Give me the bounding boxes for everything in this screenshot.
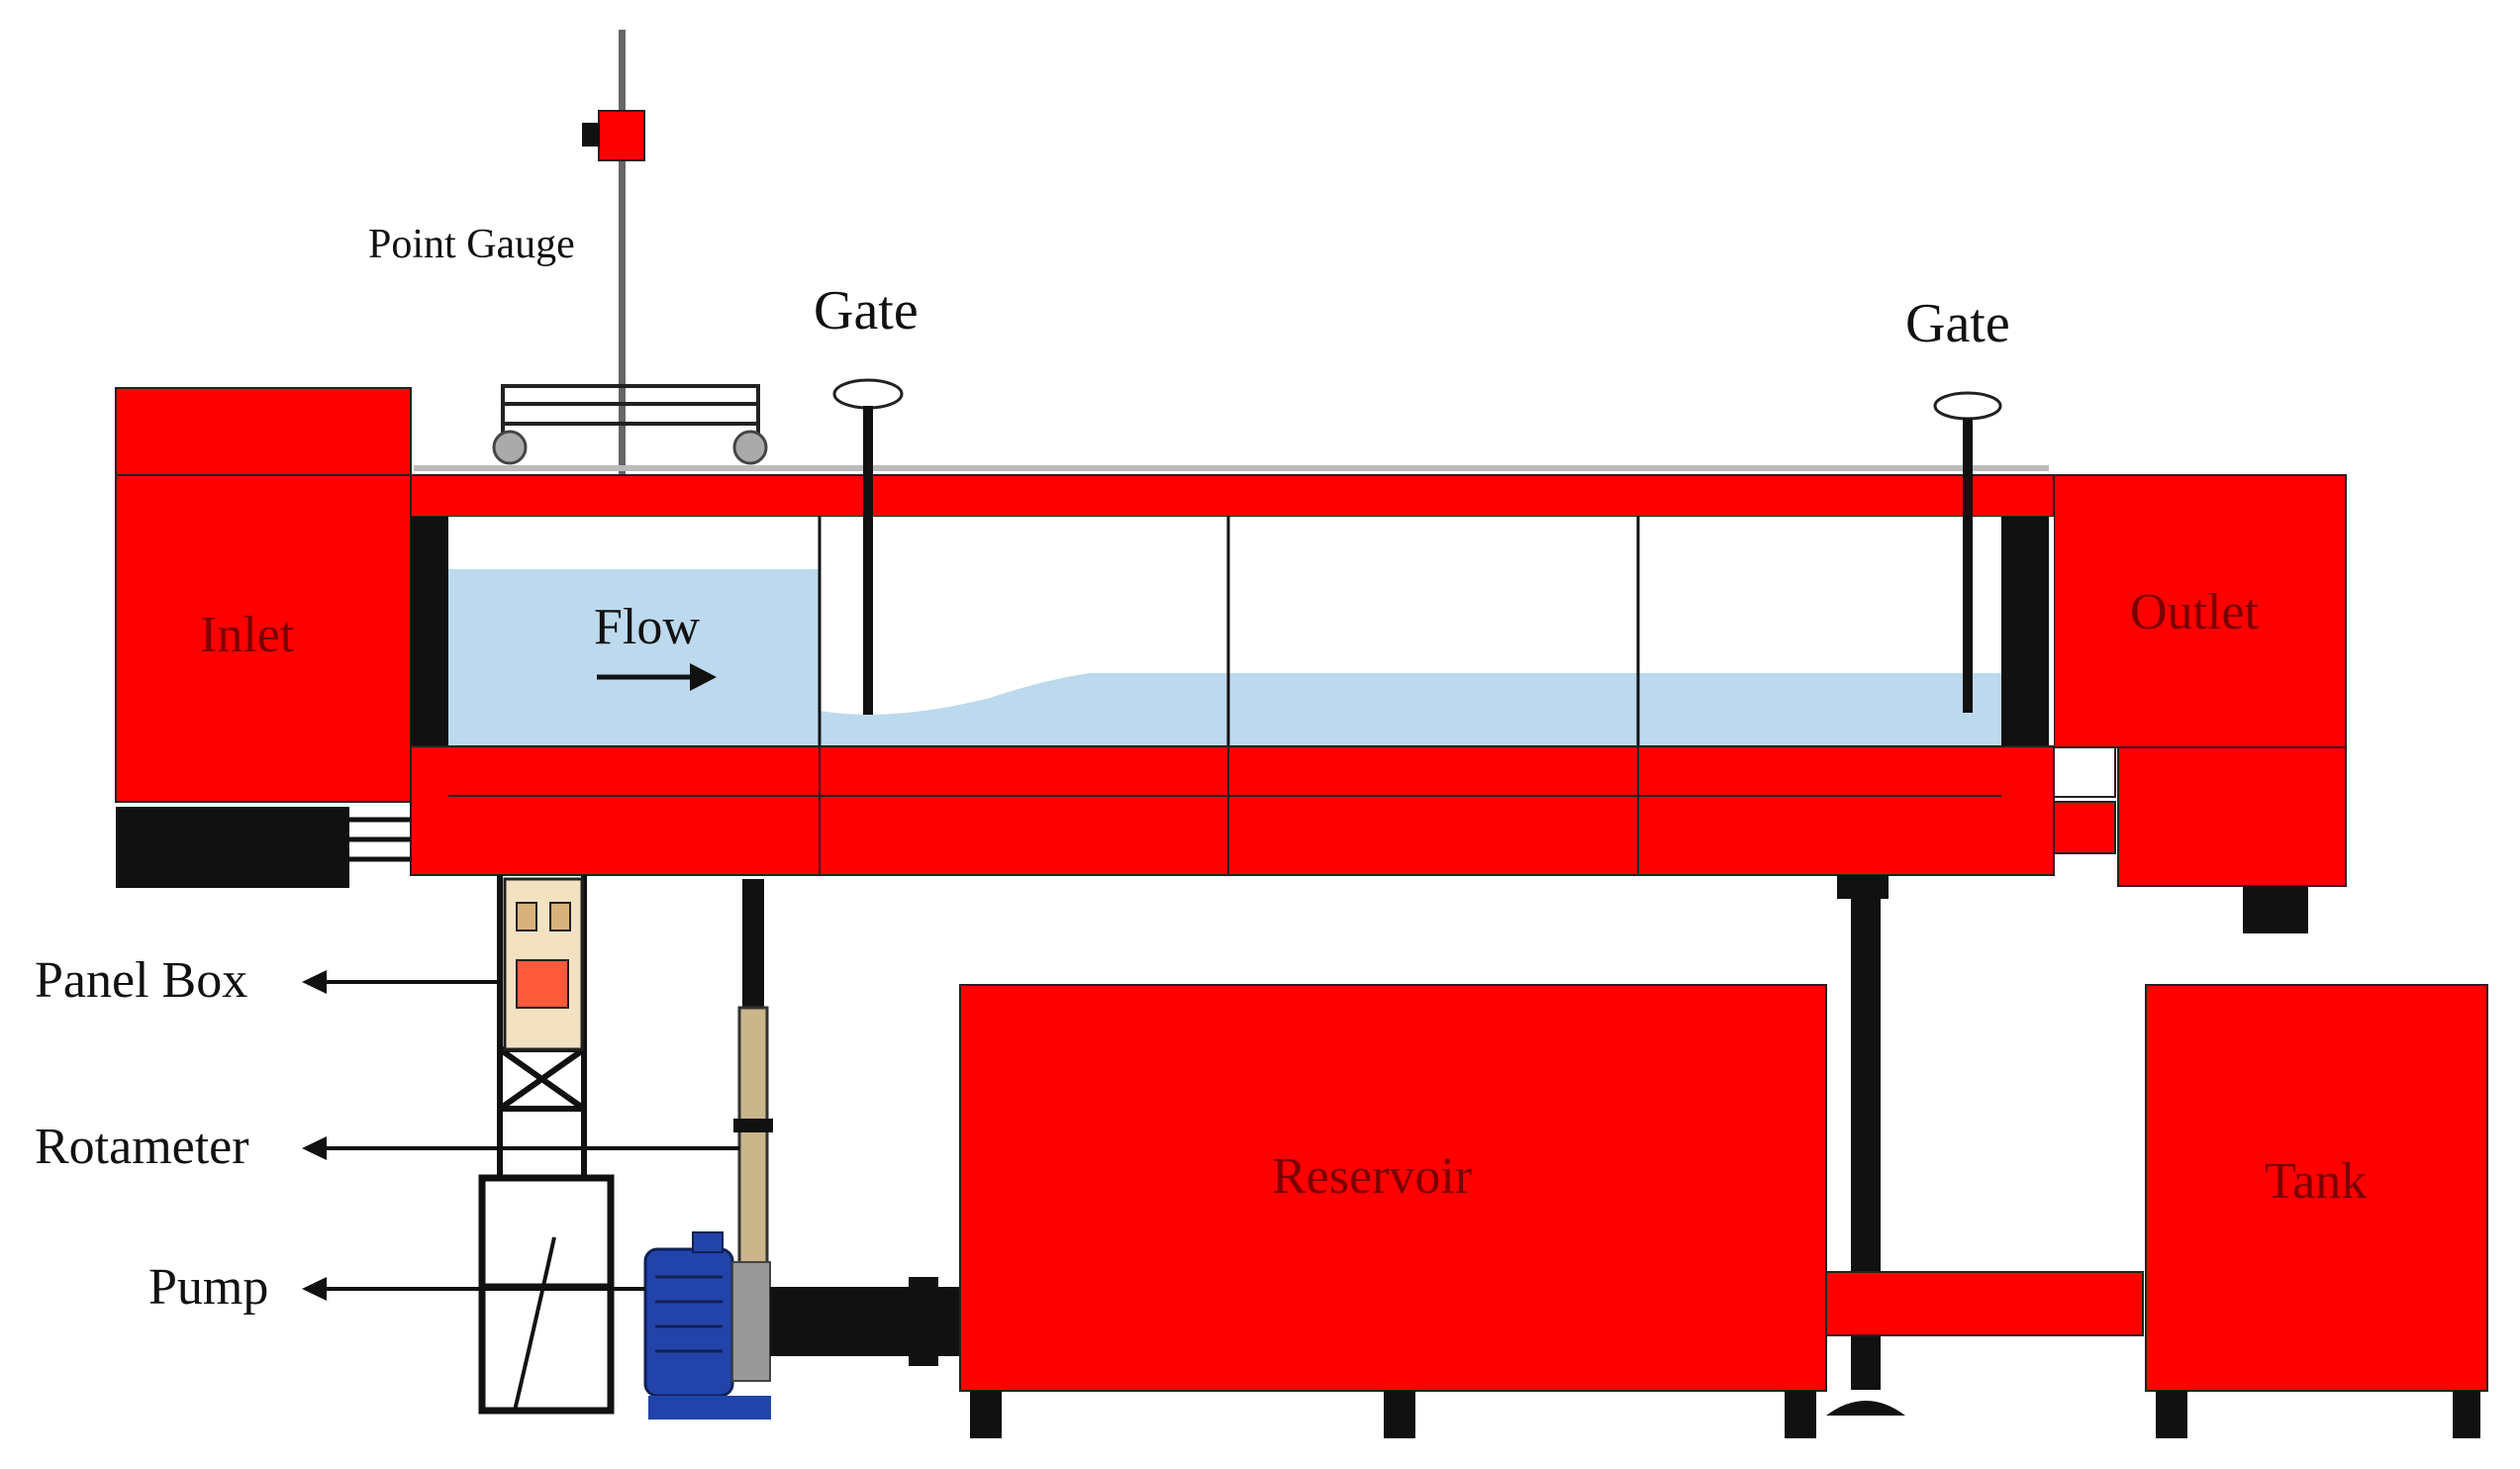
rotameter-label: Rotameter: [35, 1119, 249, 1175]
flume-top-beam: [410, 474, 2055, 518]
flume-left-wall: [411, 517, 448, 746]
point-gauge-label: Point Gauge: [368, 222, 575, 267]
carriage-wheel-left: [492, 430, 528, 465]
suction-pipe: [770, 1277, 960, 1366]
gate-left-label: Gate: [814, 280, 919, 342]
lower-frame: [478, 1174, 615, 1415]
flow-label: Flow: [594, 599, 700, 655]
flume-channel: [410, 465, 2055, 876]
point-gauge-rod: [619, 30, 626, 569]
panel-box-arrow: [302, 970, 500, 994]
pump-label: Pump: [148, 1259, 268, 1316]
pump-arrow: [302, 1277, 645, 1301]
water-body: [448, 569, 2001, 746]
tank: [2145, 984, 2488, 1438]
flume-right-wall: [2001, 517, 2049, 746]
reservoir: [959, 984, 1827, 1438]
gate-right-label: Gate: [1905, 293, 2010, 354]
flow-arrow: [597, 663, 717, 691]
inlet-base-block: [116, 807, 349, 888]
point-gauge: [492, 30, 768, 569]
tank-label: Tank: [2265, 1153, 2367, 1210]
inlet-box: [115, 387, 412, 888]
panel-box: [503, 877, 584, 1051]
carriage-wheel-right: [732, 430, 768, 465]
point-gauge-carriage: [501, 384, 760, 445]
inlet-label: Inlet: [200, 607, 295, 663]
flume-bottom-beam: [410, 745, 2055, 876]
gate-left: [832, 378, 904, 715]
point-gauge-holder: [598, 110, 645, 161]
outlet-box: [2053, 474, 2347, 933]
outlet-foot: [2243, 886, 2308, 933]
tank-connecting-pipe: [1825, 1271, 2144, 1336]
support-frame: [497, 875, 587, 1178]
rotameter: [733, 879, 773, 1324]
reservoir-label: Reservoir: [1272, 1148, 1472, 1205]
panel-box-label: Panel Box: [35, 952, 247, 1009]
outlet-label: Outlet: [2130, 584, 2260, 640]
rotameter-arrow: [302, 1136, 739, 1160]
point-gauge-knob: [582, 123, 600, 147]
gate-right: [1933, 391, 2002, 713]
